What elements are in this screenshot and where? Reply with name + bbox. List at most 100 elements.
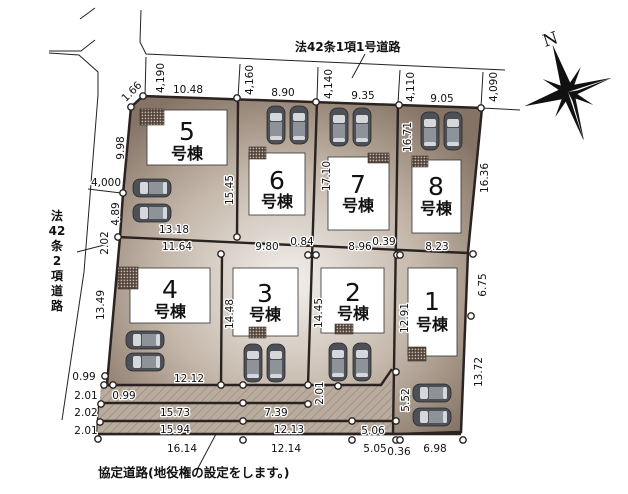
svg-text:4.89: 4.89 <box>110 202 122 225</box>
car-icon <box>132 203 172 223</box>
lot-7-suffix: 号棟 <box>342 196 375 215</box>
svg-text:4,140: 4,140 <box>323 69 335 99</box>
west-road-label: 法 42 条 2 項 道 路 <box>49 208 66 313</box>
car-icon <box>125 352 165 372</box>
svg-text:10.48: 10.48 <box>173 84 203 96</box>
svg-text:法: 法 <box>51 208 63 223</box>
building-lot-4 <box>129 267 211 324</box>
building-lot-2 <box>320 267 385 334</box>
svg-text:6.75: 6.75 <box>477 273 489 296</box>
svg-text:16.14: 16.14 <box>167 443 197 455</box>
svg-text:4,110: 4,110 <box>405 72 417 102</box>
svg-text:15.94: 15.94 <box>160 424 190 436</box>
north-road-label: 法42条1項1号道路 <box>295 39 401 54</box>
svg-text:13.18: 13.18 <box>159 224 189 236</box>
svg-text:5.52: 5.52 <box>400 388 412 411</box>
svg-text:4,160: 4,160 <box>244 65 256 95</box>
svg-text:5.06: 5.06 <box>361 425 385 437</box>
svg-text:12.14: 12.14 <box>271 443 301 455</box>
survey-points <box>94 92 485 444</box>
svg-text:14.48: 14.48 <box>224 299 236 329</box>
svg-text:2: 2 <box>53 254 61 268</box>
svg-text:2.01: 2.01 <box>314 381 326 404</box>
svg-text:道: 道 <box>51 283 63 298</box>
svg-text:7.39: 7.39 <box>264 407 287 419</box>
lot-2-number: 2 <box>345 278 361 307</box>
lot-5-number: 5 <box>179 117 195 146</box>
svg-text:15.73: 15.73 <box>160 407 190 419</box>
lot-3-number: 3 <box>257 279 273 308</box>
svg-text:0.99: 0.99 <box>72 371 95 383</box>
building-lot-8 <box>411 159 462 234</box>
dimension-labels-vertical: 4,190 4,160 4,140 4,110 4,090 1.66 9.98 … <box>94 62 502 413</box>
svg-text:0.36: 0.36 <box>387 446 411 458</box>
car-icon <box>243 343 263 383</box>
lot-1-number: 1 <box>424 287 440 316</box>
svg-text:0.84: 0.84 <box>290 236 314 248</box>
lot-1-suffix: 号棟 <box>416 315 449 334</box>
svg-text:2.02: 2.02 <box>99 231 111 254</box>
svg-text:12.91: 12.91 <box>399 303 411 333</box>
svg-text:12.12: 12.12 <box>174 373 204 385</box>
svg-text:条: 条 <box>50 238 64 253</box>
svg-text:12.13: 12.13 <box>274 424 304 436</box>
svg-text:15.45: 15.45 <box>224 175 236 205</box>
car-icon <box>412 383 452 403</box>
car-icon <box>132 178 172 198</box>
svg-text:9.98: 9.98 <box>115 136 127 159</box>
svg-text:路: 路 <box>51 298 64 313</box>
svg-text:4,000: 4,000 <box>91 177 121 189</box>
car-icon <box>266 343 286 383</box>
building-lot-1 <box>407 267 458 357</box>
svg-text:6.98: 6.98 <box>423 443 446 455</box>
building-lot-3 <box>232 267 299 337</box>
north-label: N <box>540 28 560 52</box>
car-icon <box>328 342 348 382</box>
lot-4-suffix: 号棟 <box>154 302 187 321</box>
compass-icon <box>524 44 612 140</box>
svg-text:8.96: 8.96 <box>348 241 372 253</box>
svg-text:4,090: 4,090 <box>488 72 500 102</box>
svg-text:17.10: 17.10 <box>321 161 333 191</box>
car-icon <box>352 107 372 147</box>
agreement-road-caption: 協定道路(地役権の設定をします。) <box>98 465 289 480</box>
svg-text:0.39: 0.39 <box>372 236 395 248</box>
svg-text:2.01: 2.01 <box>74 390 97 402</box>
building-lot-6 <box>248 152 306 216</box>
svg-text:13.49: 13.49 <box>95 290 107 320</box>
svg-text:0.99: 0.99 <box>112 390 135 402</box>
svg-text:2.01: 2.01 <box>74 425 97 437</box>
svg-text:8.23: 8.23 <box>425 241 448 253</box>
svg-text:5.05: 5.05 <box>363 443 386 455</box>
building-lot-7 <box>327 156 390 231</box>
svg-text:16.71: 16.71 <box>402 122 414 152</box>
lot-3-suffix: 号棟 <box>249 305 282 324</box>
car-icon <box>420 111 440 151</box>
svg-text:9.80: 9.80 <box>255 241 278 253</box>
car-icon <box>412 407 452 427</box>
lot-5-suffix: 号棟 <box>171 144 204 163</box>
deck-grates <box>117 108 429 362</box>
svg-text:9.05: 9.05 <box>430 93 453 105</box>
lot-7-number: 7 <box>350 170 366 199</box>
svg-text:2.02: 2.02 <box>74 407 97 419</box>
svg-text:42: 42 <box>49 224 66 238</box>
dimension-labels: 10.48 8.90 9.35 9.05 4,000 13.18 11.64 9… <box>71 83 455 458</box>
lot-8-suffix: 号棟 <box>420 199 453 218</box>
lot-6-number: 6 <box>269 166 285 195</box>
car-icon <box>443 111 463 151</box>
lot-2-suffix: 号棟 <box>337 304 370 323</box>
car-icon <box>352 342 372 382</box>
car-icon <box>266 105 286 145</box>
svg-text:項: 項 <box>51 269 64 283</box>
lot-8-number: 8 <box>428 172 444 201</box>
car-icon <box>289 105 309 145</box>
car-icon <box>329 107 349 147</box>
lot-6-suffix: 号棟 <box>261 192 294 211</box>
svg-text:4,190: 4,190 <box>155 63 167 93</box>
lot-labels: 5 号棟 6 号棟 7 号棟 8 号棟 4 号棟 3 号棟 2 号棟 1 号棟 <box>154 117 453 334</box>
lot-4-number: 4 <box>162 275 178 304</box>
svg-text:9.35: 9.35 <box>351 90 374 102</box>
car-icon <box>125 330 165 350</box>
